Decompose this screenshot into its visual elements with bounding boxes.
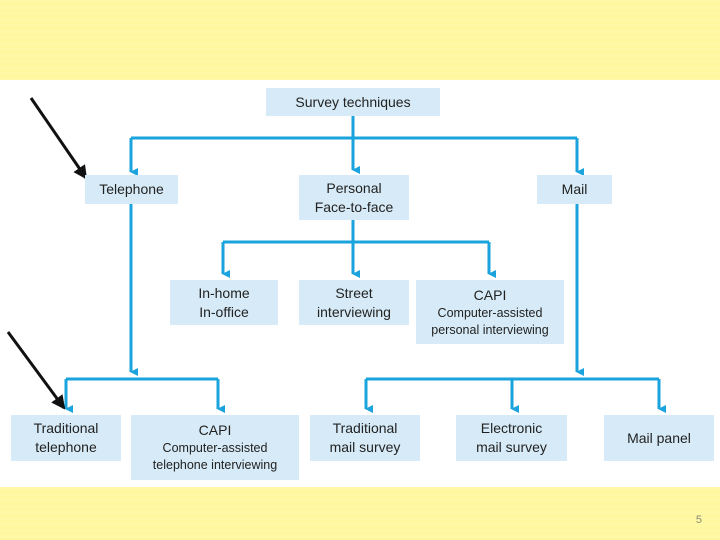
node-label: Mail panel xyxy=(627,429,691,446)
node-label-line2: In-office xyxy=(199,303,249,320)
node-street-interviewing: Street interviewing xyxy=(299,280,409,325)
node-label-line1: Traditional xyxy=(33,420,99,436)
node-subtitle-line1: Computer-assisted xyxy=(162,441,268,455)
node-title: CAPI xyxy=(198,422,232,438)
node-label: Survey techniques xyxy=(295,93,411,110)
node-mail-panel: Mail panel xyxy=(604,415,714,461)
node-label-line2: mail survey xyxy=(329,439,401,455)
node-label-line2: telephone xyxy=(35,439,97,455)
node-subtitle-line2: personal interviewing xyxy=(431,322,549,337)
node-mail: Mail xyxy=(537,175,612,204)
node-label: Telephone xyxy=(99,181,164,197)
node-label-line1: In-home xyxy=(198,284,250,301)
slide-top-band xyxy=(0,0,720,80)
node-label-line1: Personal xyxy=(326,179,382,196)
node-survey-techniques: Survey techniques xyxy=(266,88,440,116)
node-label-line2: Face-to-face xyxy=(314,198,394,215)
node-telephone: Telephone xyxy=(85,175,178,204)
node-electronic-mail: Electronic mail survey xyxy=(456,415,567,461)
slide-bottom-band xyxy=(0,487,720,540)
node-label-line1: Street xyxy=(335,284,373,301)
node-label-line2: mail survey xyxy=(476,439,547,455)
node-label: Mail xyxy=(561,181,588,197)
node-traditional-mail: Traditional mail survey xyxy=(310,415,420,461)
node-subtitle-line1: Computer-assisted xyxy=(437,305,543,320)
node-label-line1: Electronic xyxy=(480,420,543,436)
node-capi-personal: CAPI Computer-assisted personal intervie… xyxy=(416,280,564,344)
node-title: CAPI xyxy=(473,286,507,303)
node-inhome: In-home In-office xyxy=(170,280,278,325)
node-traditional-telephone: Traditional telephone xyxy=(11,415,121,461)
node-personal: Personal Face-to-face xyxy=(299,175,409,220)
node-capi-telephone: CAPI Computer-assisted telephone intervi… xyxy=(131,415,299,480)
slide-page-number: 5 xyxy=(695,514,702,526)
node-subtitle-line2: telephone interviewing xyxy=(152,458,278,472)
pointer-arrow-traditional-telephone xyxy=(6,331,66,410)
node-label-line1: Traditional xyxy=(332,420,398,436)
node-label-line2: interviewing xyxy=(317,303,391,320)
pointer-arrow-telephone xyxy=(29,97,88,180)
